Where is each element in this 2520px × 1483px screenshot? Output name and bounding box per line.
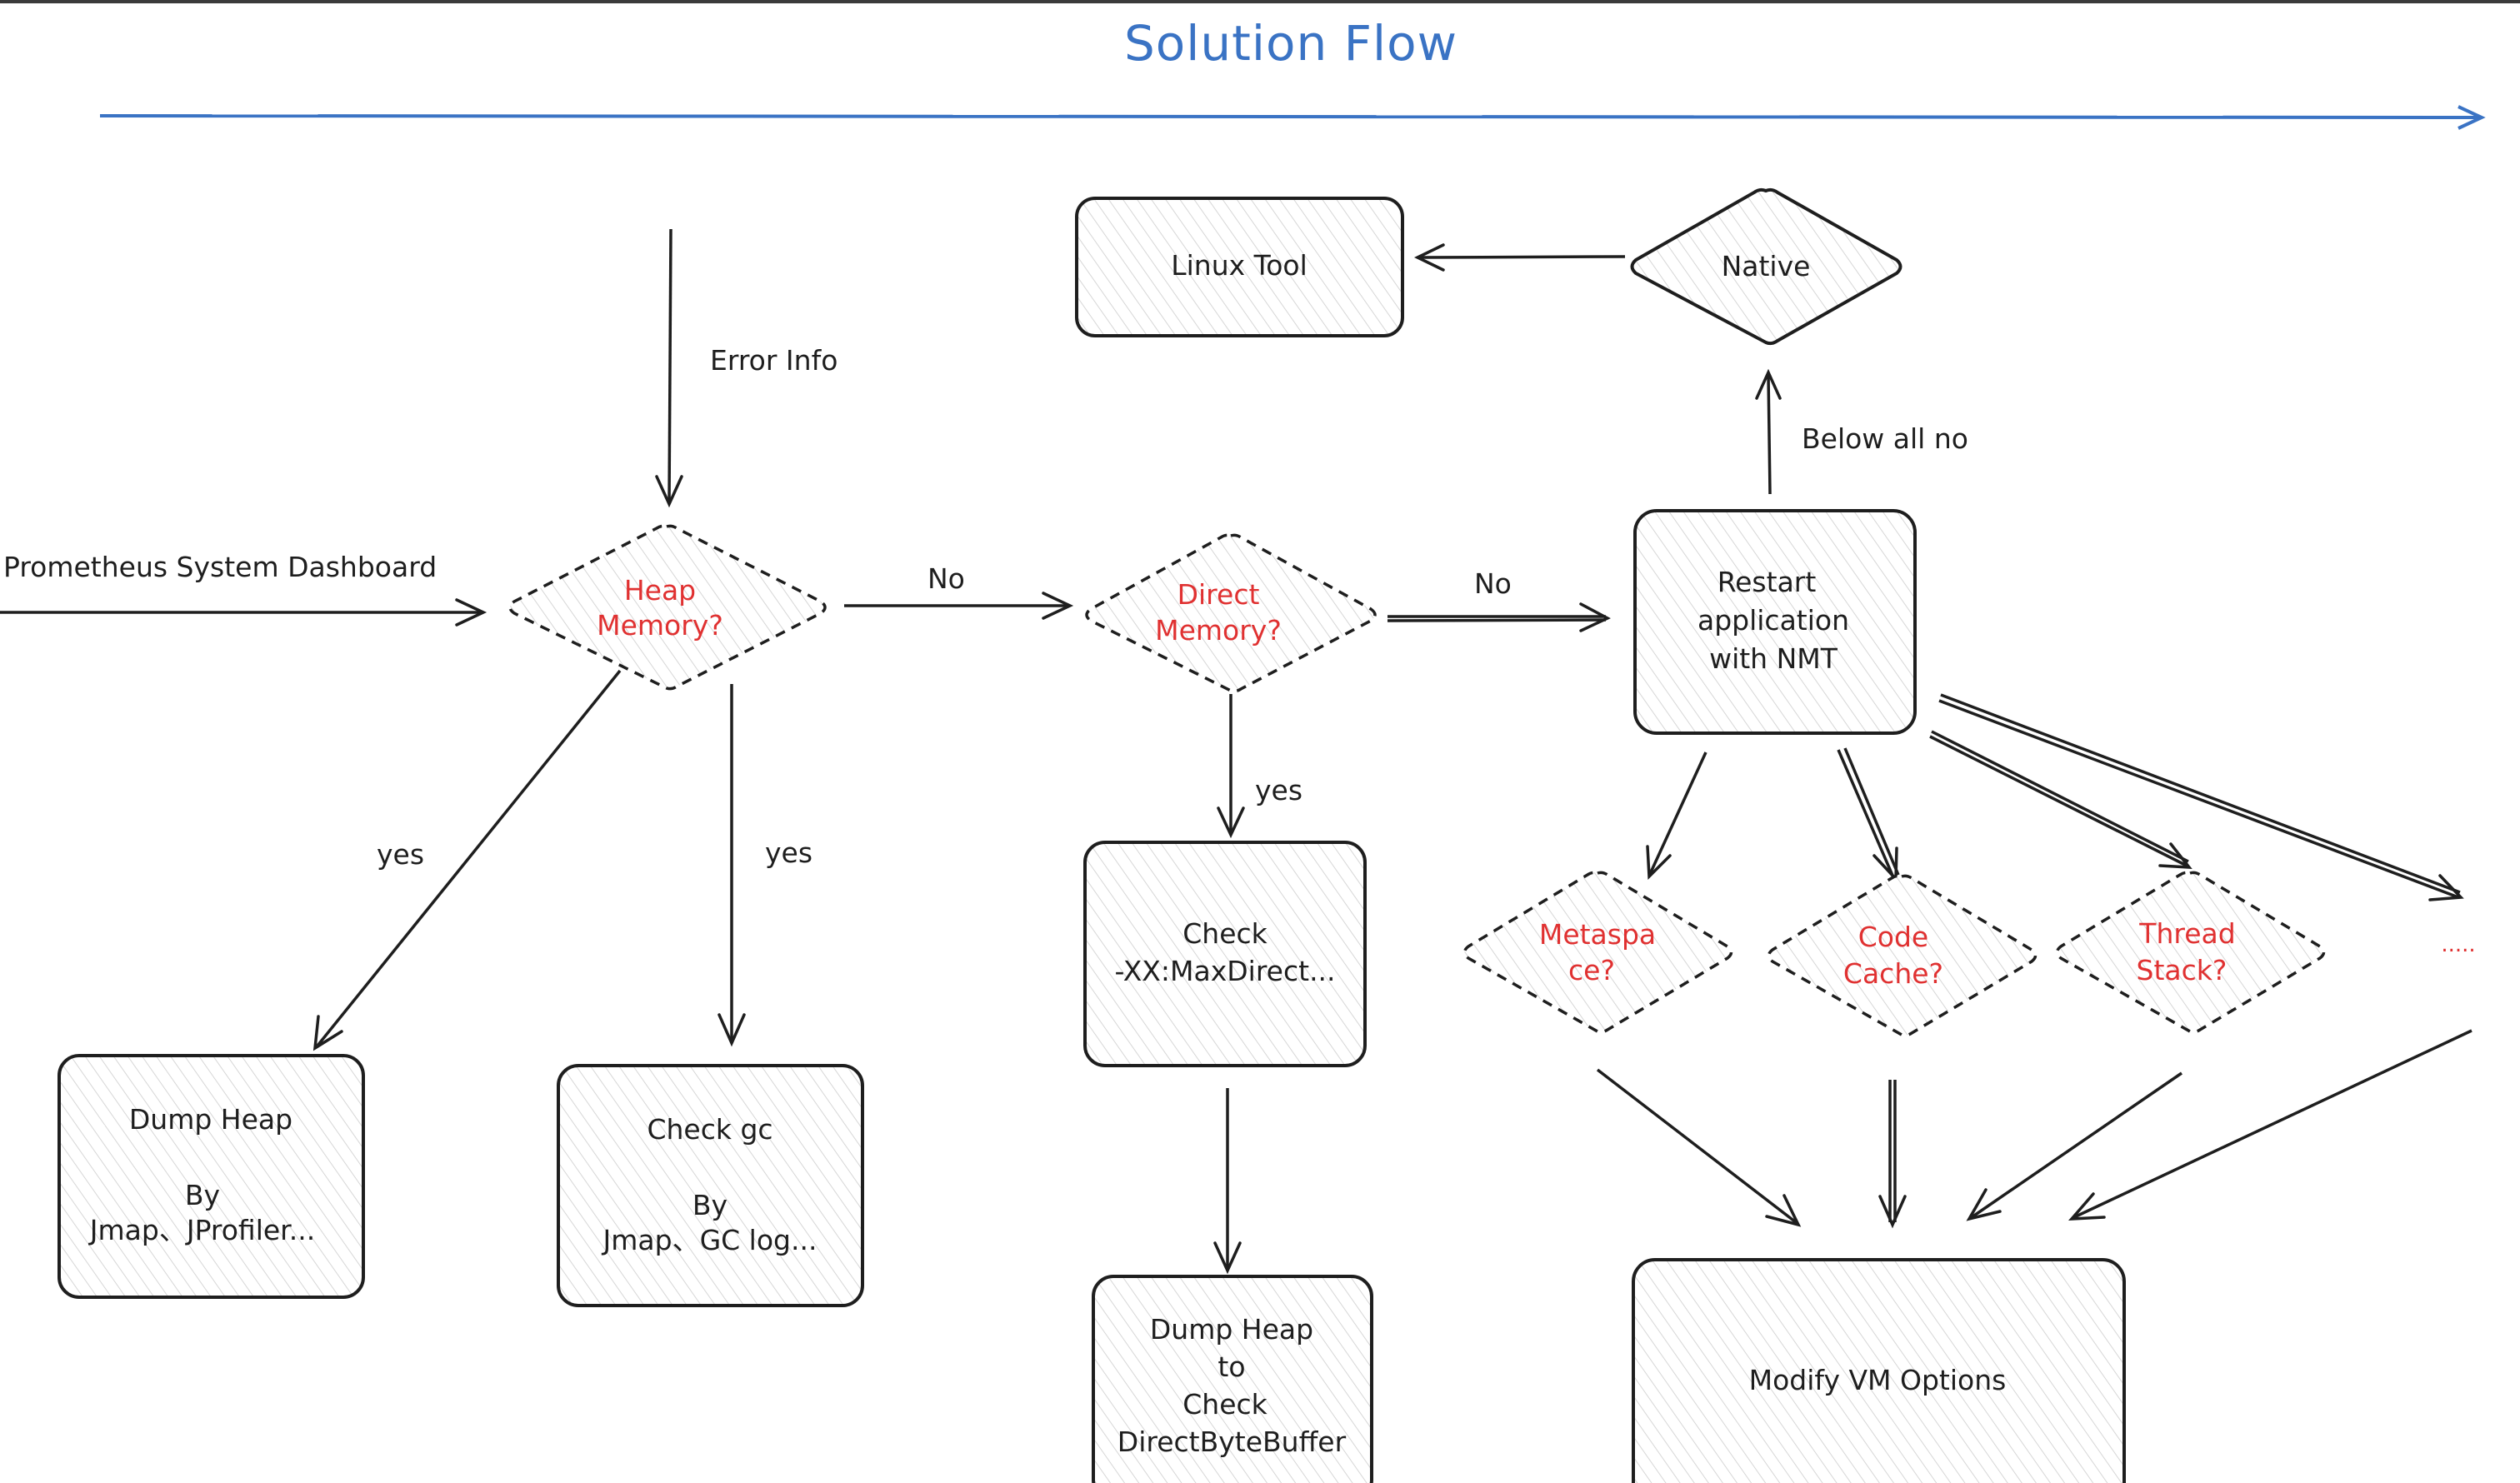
heap-memory-line1: Heap	[624, 574, 696, 607]
arrow-thread-stack-to-vm-options	[1966, 1071, 2182, 1221]
diagram-title: Solution Flow	[1124, 15, 1458, 72]
metaspace-line2: ce?	[1568, 954, 1615, 986]
node-modify-vm-options[interactable]: Modify VM Options	[1632, 1258, 2126, 1483]
node-restart-with-nmt[interactable]: Restart application with NMT	[1633, 509, 1917, 735]
restart-line3: with NMT	[1709, 642, 1838, 675]
heap-memory-line2: Memory?	[597, 609, 723, 642]
code-cache-line1: Code	[1858, 921, 1928, 953]
window-top-border	[0, 0, 2520, 3]
arrow-more-to-vm-options	[2068, 1029, 2472, 1221]
check-gc-line3: By	[692, 1189, 728, 1221]
thread-stack-line1: Thread	[2138, 917, 2235, 950]
label-below-all-no: Below all no	[1802, 422, 1968, 455]
label-no-1: No	[928, 562, 965, 595]
direct-memory-line1: Direct	[1178, 578, 1260, 611]
decision-native[interactable]: Native	[1630, 187, 1902, 346]
node-check-maxdirect[interactable]: Check -XX:MaxDirect...	[1083, 841, 1367, 1067]
decision-heap-memory[interactable]: Heap Memory?	[508, 524, 827, 691]
dbb-line2: to	[1218, 1351, 1245, 1383]
label-no-2: No	[1474, 567, 1512, 600]
arrow-check-to-dump-dbb	[1213, 1088, 1242, 1275]
title-timeline-arrow	[99, 105, 2486, 130]
arrow-native-to-linux-tool	[1413, 243, 1626, 272]
dbb-line3: Check	[1182, 1388, 1268, 1421]
restart-line2: application	[1698, 604, 1849, 637]
thread-stack-line2: Stack?	[2137, 954, 2228, 986]
label-yes-check-gc: yes	[765, 836, 812, 869]
check-maxdirect-line1: Check	[1182, 917, 1268, 950]
dump-heap-line4: Jmap、JProfiler...	[88, 1214, 315, 1246]
arrow-heap-no-to-direct	[844, 592, 1074, 620]
label-prometheus-dashboard: Prometheus System Dashboard	[3, 551, 437, 583]
check-maxdirect-line2: -XX:MaxDirect...	[1114, 955, 1335, 987]
arrow-restart-to-metaspace	[1646, 751, 1708, 881]
more-items-ellipsis: .....	[2441, 932, 2475, 957]
dbb-line1: Dump Heap	[1150, 1313, 1313, 1346]
label-yes-dump-heap: yes	[377, 838, 424, 871]
arrow-below-all-no	[1755, 368, 1782, 495]
restart-line1: Restart	[1718, 566, 1817, 598]
direct-memory-line2: Memory?	[1155, 614, 1282, 647]
node-linux-tool[interactable]: Linux Tool	[1075, 197, 1404, 337]
dump-heap-line3: By	[185, 1179, 220, 1211]
arrow-code-cache-to-vm-options	[1878, 1080, 1907, 1229]
label-yes-check-direct: yes	[1255, 774, 1302, 806]
arrow-heap-yes-to-dump-heap	[312, 669, 622, 1051]
check-gc-line4: Jmap、GC log...	[602, 1224, 818, 1256]
dbb-line4: DirectByteBuffer	[1118, 1426, 1347, 1458]
code-cache-line2: Cache?	[1843, 957, 1943, 990]
metaspace-line1: Metaspa	[1539, 918, 1656, 951]
arrow-restart-to-code-cache	[1837, 747, 1900, 883]
node-dump-heap-directbytebuffer[interactable]: Dump Heap to Check DirectByteBuffer	[1092, 1275, 1373, 1483]
node-dump-heap[interactable]: Dump Heap By Jmap、JProfiler...	[58, 1054, 365, 1299]
node-check-gc[interactable]: Check gc By Jmap、GC log...	[557, 1064, 864, 1307]
label-error-info: Error Info	[710, 344, 838, 377]
arrow-heap-yes-to-check-gc	[718, 684, 746, 1047]
arrow-restart-to-thread-stack	[1929, 730, 2192, 869]
arrow-restart-to-more	[1938, 693, 2464, 901]
native-label: Native	[1722, 250, 1811, 282]
linux-tool-label: Linux Tool	[1171, 249, 1308, 282]
arrow-direct-yes-to-check	[1217, 694, 1245, 839]
arrow-metaspace-to-vm-options	[1596, 1068, 1802, 1227]
arrow-error-info	[655, 228, 683, 508]
modify-vm-options-label: Modify VM Options	[1749, 1364, 2007, 1396]
decision-code-cache[interactable]: Code Cache?	[1767, 874, 2038, 1037]
decision-direct-memory[interactable]: Direct Memory?	[1085, 533, 1377, 693]
arrow-direct-no-to-restart	[1387, 602, 1611, 632]
dump-heap-line1: Dump Heap	[129, 1103, 292, 1136]
check-gc-line1: Check gc	[647, 1113, 772, 1146]
decision-thread-stack[interactable]: Thread Stack?	[2055, 871, 2326, 1034]
arrow-prometheus	[0, 598, 488, 627]
decision-metaspace[interactable]: Metaspa ce?	[1462, 871, 1733, 1034]
